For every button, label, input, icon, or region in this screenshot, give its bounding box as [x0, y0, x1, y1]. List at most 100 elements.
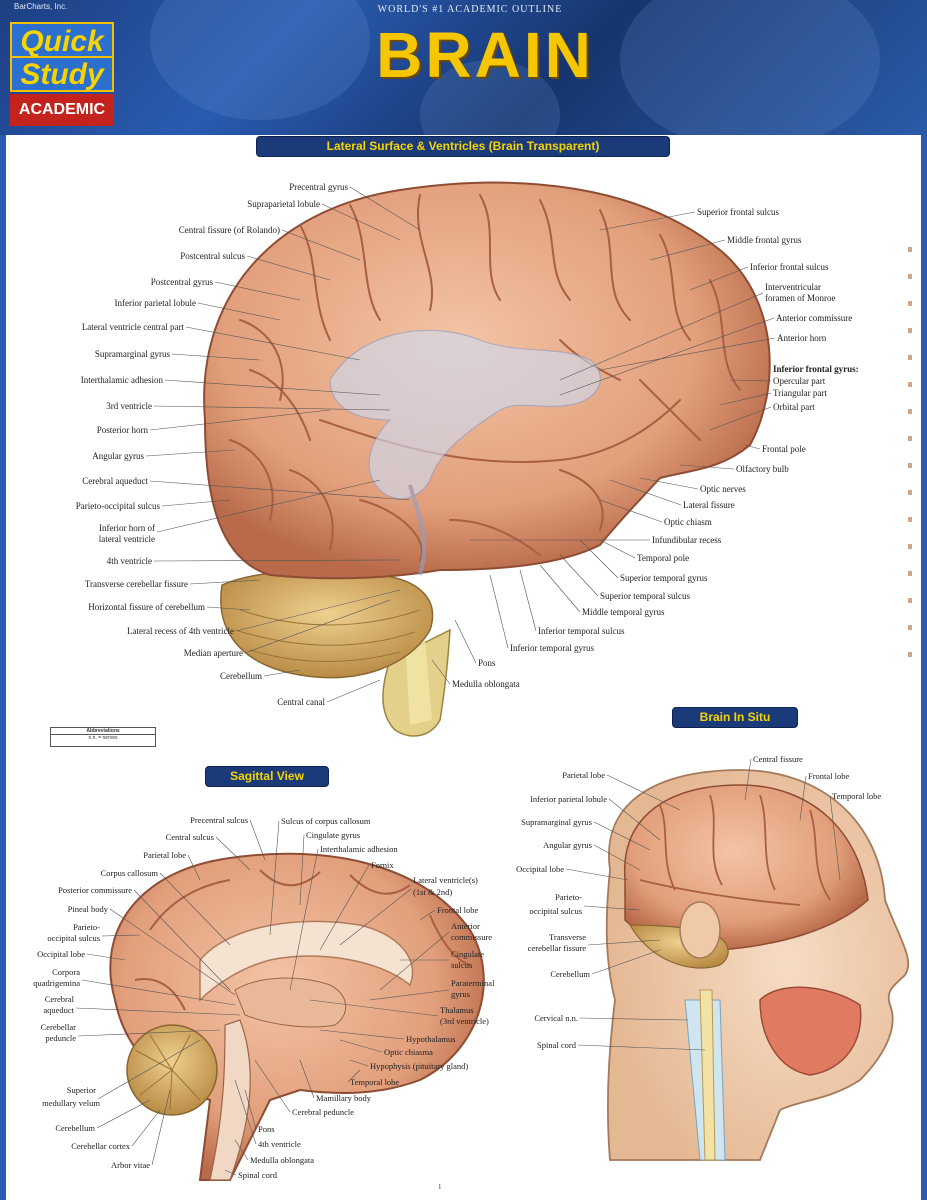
sagittal-label: commissure: [451, 932, 492, 942]
insitu-label: Angular gyrus: [543, 840, 592, 850]
sagittal-label: Paraterminal: [451, 978, 495, 988]
lateral-label: Cerebral aqueduct: [82, 476, 148, 486]
lateral-label: Horizontal fissure of cerebellum: [88, 602, 205, 612]
lateral-label: Postcentral sulcus: [180, 251, 245, 261]
lateral-label: Postcentral gyrus: [151, 277, 214, 287]
insitu-label: occipital sulcus: [529, 906, 582, 916]
lateral-label: Angular gyrus: [92, 451, 144, 461]
lateral-label: Middle temporal gyrus: [582, 607, 665, 617]
insitu-label: Supramarginal gyrus: [521, 817, 592, 827]
sagittal-label: Central sulcus: [166, 832, 214, 842]
lateral-label: Median aperture: [184, 648, 243, 658]
lateral-label: Interthalamic adhesion: [81, 375, 164, 385]
lateral-label: Optic chiasm: [664, 517, 712, 527]
sagittal-label: gyrus: [451, 989, 470, 999]
lateral-label: Pons: [478, 658, 496, 668]
insitu-label: Inferior parietal lobule: [530, 794, 607, 804]
insitu-label: Occipital lobe: [516, 864, 564, 874]
lateral-label: Superior temporal sulcus: [600, 591, 690, 601]
insitu-head-illustration: [607, 770, 909, 1160]
page-number: 1: [438, 1183, 442, 1191]
lateral-label: Middle frontal gyrus: [727, 235, 802, 245]
lateral-label: Inferior frontal sulcus: [750, 262, 829, 272]
lateral-label: Olfactory bulb: [736, 464, 789, 474]
sagittal-label: Optic chiasma: [384, 1047, 433, 1057]
sagittal-label: Medulla oblongata: [250, 1155, 314, 1165]
lateral-label: Supraparietal lobule: [247, 199, 320, 209]
sagittal-label: Cerebellum: [55, 1123, 95, 1133]
lateral-label: Inferior frontal gyrus:: [773, 364, 859, 374]
lateral-label: Superior temporal gyrus: [620, 573, 708, 583]
sagittal-label: sulcus: [451, 960, 472, 970]
sagittal-label: medullary velum: [42, 1098, 100, 1108]
lateral-label: Anterior commissure: [776, 313, 852, 323]
lateral-label: Temporal pole: [637, 553, 689, 563]
lateral-label: Inferior parietal lobule: [115, 298, 196, 308]
sagittal-label: quadrigemina: [33, 978, 80, 988]
sagittal-label: Cingulate gyrus: [306, 830, 360, 840]
sagittal-label: (3rd ventricle): [440, 1016, 489, 1026]
sagittal-label: Corpus callosum: [101, 868, 159, 878]
lateral-label: Lateral ventricle central part: [82, 322, 185, 332]
lateral-label: Central canal: [277, 697, 325, 707]
lateral-label: Optic nerves: [700, 484, 746, 494]
lateral-label: Inferior temporal gyrus: [510, 643, 594, 653]
sagittal-label: Thalamus: [440, 1005, 474, 1015]
lateral-label: Medulla oblongata: [452, 679, 520, 689]
lateral-label: Inferior horn of: [99, 523, 155, 533]
lateral-label: Opercular part: [773, 376, 826, 386]
sagittal-label: Cerebellar: [41, 1022, 77, 1032]
sagittal-label: Cerebellar cortex: [71, 1141, 131, 1151]
sagittal-label: Posterior commissure: [58, 885, 132, 895]
lateral-label: Precentral gyrus: [289, 182, 348, 192]
sagittal-brain-illustration: [110, 854, 483, 1180]
insitu-label: Cerebellum: [550, 969, 590, 979]
lateral-label: Cerebellum: [220, 671, 262, 681]
lateral-label: Posterior horn: [97, 425, 149, 435]
sagittal-label: Lateral ventricle(s): [413, 875, 478, 885]
insitu-label: Central fissure: [753, 754, 803, 764]
insitu-label: cerebellar fissure: [528, 943, 587, 953]
lateral-label: Superior frontal sulcus: [697, 207, 779, 217]
sagittal-label: Cingulate: [451, 949, 484, 959]
sagittal-label: Interthalamic adhesion: [320, 844, 398, 854]
lateral-label: Interventricular: [765, 282, 821, 292]
lateral-label: Orbital part: [773, 402, 815, 412]
lateral-label: Transverse cerebellar fissure: [85, 579, 188, 589]
lateral-label: Triangular part: [773, 388, 827, 398]
insitu-label: Cervical n.n.: [534, 1013, 578, 1023]
sagittal-label: Spinal cord: [238, 1170, 278, 1180]
sagittal-label: Hypophysis (pituitary gland): [370, 1061, 468, 1071]
lateral-label: Infundibular recess: [652, 535, 722, 545]
insitu-label: Spinal cord: [537, 1040, 577, 1050]
lateral-label: Frontal pole: [762, 444, 806, 454]
sagittal-label: Anterior: [451, 921, 480, 931]
lateral-label: lateral ventricle: [99, 534, 155, 544]
sagittal-label: Precentral sulcus: [190, 815, 248, 825]
sagittal-label: Arbor vitae: [111, 1160, 150, 1170]
insitu-label: Temporal lobe: [832, 791, 881, 801]
lateral-label: Supramarginal gyrus: [95, 349, 171, 359]
sagittal-label: occipital sulcus: [47, 933, 100, 943]
insitu-label: Parieto-: [555, 892, 582, 902]
sagittal-label: Cerebral peduncle: [292, 1107, 354, 1117]
sagittal-label: aqueduct: [43, 1005, 74, 1015]
lateral-label: Anterior horn: [777, 333, 827, 343]
lateral-label: Lateral fissure: [683, 500, 735, 510]
lateral-label: 3rd ventricle: [106, 401, 152, 411]
sagittal-label: Frontal lobe: [437, 905, 479, 915]
sagittal-label: Corpora: [52, 967, 80, 977]
lateral-label: Central fissure (of Rolando): [179, 225, 280, 235]
lateral-brain-illustration: [204, 183, 770, 736]
insitu-label: Parietal lobe: [562, 770, 605, 780]
sagittal-label: Pineal body: [68, 904, 109, 914]
lateral-label: 4th ventricle: [107, 556, 152, 566]
sagittal-label: 4th ventricle: [258, 1139, 301, 1149]
sagittal-label: peduncle: [45, 1033, 76, 1043]
lateral-label: Lateral recess of 4th ventricle: [127, 626, 234, 636]
sagittal-label: Pons: [258, 1124, 275, 1134]
sagittal-label: Temporal lobe: [350, 1077, 399, 1087]
sagittal-label: (1st & 2nd): [413, 887, 452, 897]
sagittal-label: Fornix: [371, 860, 394, 870]
